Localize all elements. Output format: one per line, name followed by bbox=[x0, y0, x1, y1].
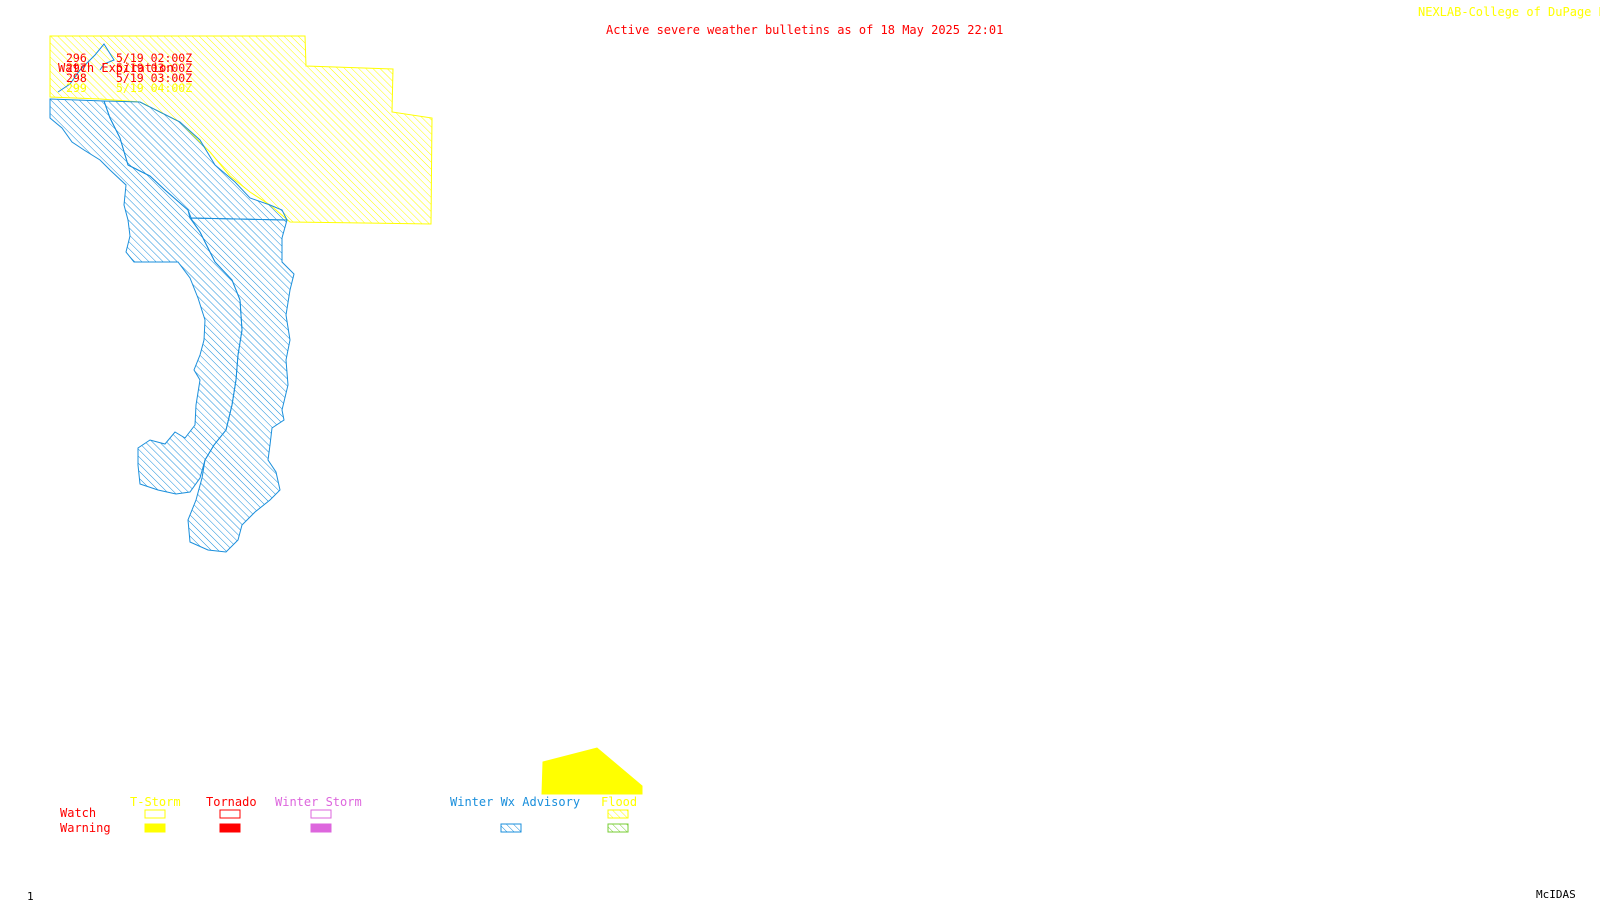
watch-expiration-table: Watch Expiration 296 5/19 02:00Z 297 5/19 … bbox=[58, 38, 192, 134]
winter-advisory-area-south bbox=[187, 217, 295, 553]
tstorm-warning-area bbox=[541, 747, 643, 795]
bulletin-title: Active severe weather bulletins as of 18… bbox=[606, 23, 1004, 37]
legend-tstorm-label: T-Storm bbox=[130, 795, 181, 809]
legend-flood-watch-swatch bbox=[607, 809, 629, 819]
legend-tstorm-warning-swatch bbox=[144, 823, 166, 833]
legend-winter-storm-watch-swatch bbox=[310, 809, 332, 819]
watch-number: 296 bbox=[66, 51, 87, 65]
legend-winter-advisory-label: Winter Wx Advisory bbox=[450, 795, 581, 809]
legend-tornado-watch-swatch bbox=[219, 809, 241, 819]
watch-row: 299 5/19 04:00Z bbox=[66, 81, 193, 95]
watch-number: 297 bbox=[66, 61, 87, 75]
watch-expires: 5/19 03:00Z bbox=[116, 61, 193, 75]
legend-winter-storm-warning-swatch bbox=[310, 823, 332, 833]
watch-number: 298 bbox=[66, 71, 87, 85]
legend-flood-label: Flood bbox=[601, 795, 638, 809]
watch-row: 297 5/19 03:00Z bbox=[66, 61, 193, 75]
watch-row: 298 5/19 03:00Z bbox=[66, 71, 193, 85]
watch-table-heading: Watch Expiration bbox=[58, 61, 174, 75]
credit-label: NEXLAB-College of DuPage R bbox=[1418, 5, 1600, 19]
frame-number: 1 bbox=[27, 890, 34, 903]
watch-row: 296 5/19 02:00Z bbox=[66, 51, 193, 65]
legend-watch-row-label: Watch bbox=[60, 806, 97, 820]
software-label: McIDAS bbox=[1536, 888, 1576, 901]
watch-expires: 5/19 04:00Z bbox=[116, 81, 193, 95]
watch-number: 299 bbox=[66, 81, 87, 95]
legend-tstorm-watch-swatch bbox=[144, 809, 166, 819]
winter-advisory-area-east bbox=[103, 100, 288, 221]
legend-flood-warning-swatch bbox=[607, 823, 629, 833]
legend-winter-storm-label: Winter Storm bbox=[275, 795, 362, 809]
legend-tornado-label: Tornado bbox=[206, 795, 257, 809]
watch-expires: 5/19 02:00Z bbox=[116, 51, 193, 65]
watch-expires: 5/19 03:00Z bbox=[116, 71, 193, 85]
legend-warning-row-label: Warning bbox=[60, 821, 111, 835]
legend-winter-advisory-swatch bbox=[500, 823, 522, 833]
shoreline bbox=[57, 43, 115, 93]
legend-tornado-warning-swatch bbox=[219, 823, 241, 833]
